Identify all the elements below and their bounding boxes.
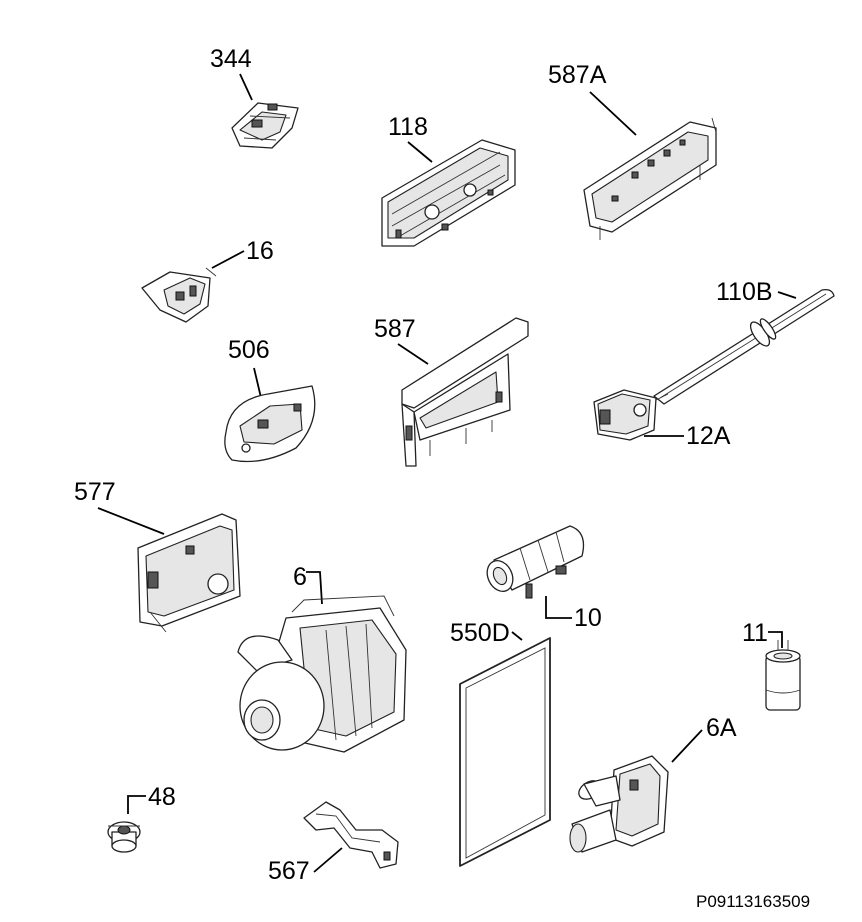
diagram-reference-code: P09113163509	[696, 892, 810, 911]
label-11: 11	[742, 619, 768, 647]
label-10: 10	[574, 604, 602, 632]
part-110B[interactable]: 110B	[653, 278, 835, 405]
label-587: 587	[374, 315, 416, 343]
part-6A[interactable]: 6A	[569, 714, 737, 853]
label-6: 6	[293, 563, 307, 591]
capacitor-icon	[765, 640, 801, 711]
part-550D[interactable]: 550D	[450, 619, 551, 867]
module-icon	[137, 513, 241, 633]
part-587[interactable]: 587	[374, 315, 529, 467]
valve-icon	[107, 821, 141, 853]
control-board-icon	[381, 139, 516, 247]
part-506[interactable]: 506	[224, 336, 316, 463]
dispenser-icon	[224, 385, 316, 463]
label-12A: 12A	[686, 422, 731, 450]
heater-icon	[486, 525, 585, 599]
latch-icon	[231, 102, 299, 149]
circulation-pump-icon	[237, 595, 407, 753]
part-10[interactable]: 10	[482, 525, 602, 632]
part-344[interactable]: 344	[210, 45, 299, 149]
label-344: 344	[210, 45, 252, 73]
label-110B: 110B	[716, 278, 773, 306]
pressure-switch-icon	[593, 389, 669, 441]
label-6A: 6A	[706, 714, 737, 742]
part-16[interactable]: 16	[141, 237, 274, 323]
label-16: 16	[246, 237, 274, 265]
label-48: 48	[148, 783, 176, 811]
hose-icon	[653, 288, 835, 405]
label-587A: 587A	[548, 61, 607, 89]
part-6[interactable]: 6	[237, 563, 407, 753]
user-interface-board-icon	[583, 117, 717, 240]
document-icon	[459, 637, 551, 867]
part-587A[interactable]: 587A	[548, 61, 717, 240]
part-567[interactable]: 567	[268, 801, 399, 885]
label-550D: 550D	[450, 619, 510, 647]
part-577[interactable]: 577	[74, 478, 241, 633]
label-577: 577	[74, 478, 116, 506]
part-12A[interactable]: 12A	[593, 389, 731, 450]
part-48[interactable]: 48	[107, 783, 176, 853]
label-118: 118	[388, 113, 428, 141]
cable-clamp-icon	[303, 801, 399, 869]
bracket-board-icon	[401, 317, 529, 467]
drain-pump-icon	[569, 755, 669, 853]
label-506: 506	[228, 336, 270, 364]
part-11[interactable]: 11	[742, 619, 801, 711]
label-567: 567	[268, 857, 310, 885]
part-118[interactable]: 118	[381, 113, 516, 247]
door-switch-icon	[141, 267, 217, 323]
